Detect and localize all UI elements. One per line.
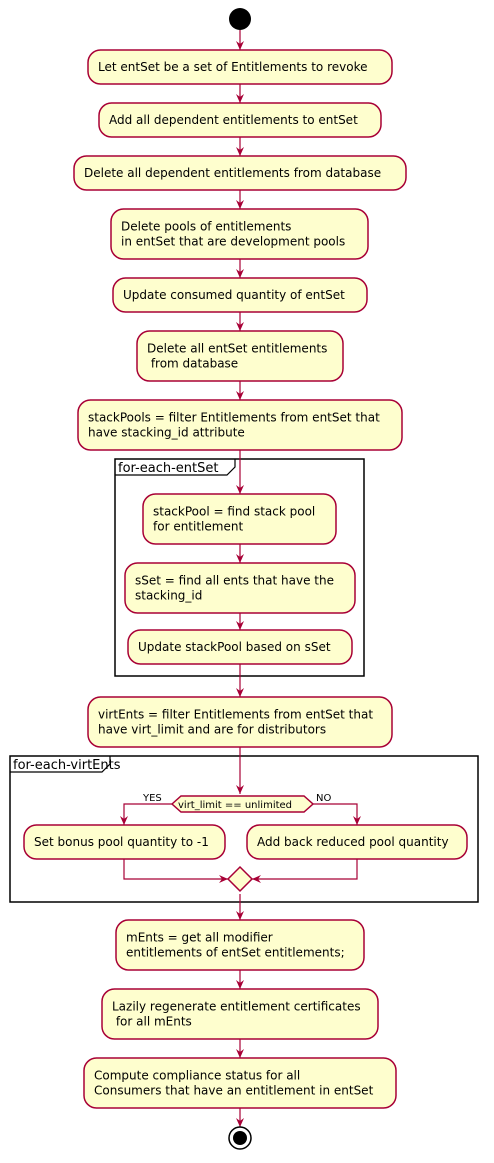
activity-text: entitlements of entSet entitlements; xyxy=(126,946,345,960)
activity-a11: virtEnts = filter Entitlements from entS… xyxy=(87,696,393,748)
activity-text: sSet = find all ents that have the xyxy=(135,574,334,588)
yes-label: YES xyxy=(142,793,162,804)
activity-text: Consumers that have an entitlement in en… xyxy=(94,1084,374,1098)
activity-a9: sSet = find all ents that have thestacki… xyxy=(124,562,356,614)
activity-text: stackPool = find stack pool xyxy=(153,505,315,519)
decision-condition: virt_limit == unlimited xyxy=(178,800,292,811)
activity-text: Delete all dependent entitlements from d… xyxy=(84,166,381,180)
frame-label: for-each-entSet xyxy=(118,461,218,476)
frame-label: for-each-virtEnts xyxy=(13,758,121,773)
activity-text: stacking_id xyxy=(135,589,202,603)
no-label: NO xyxy=(316,793,331,804)
decision-node: virt_limit == unlimited xyxy=(170,795,315,813)
activity-text: Let entSet be a set of Entitlements to r… xyxy=(98,60,367,74)
activity-text: from database xyxy=(147,357,238,371)
activity-a12: Set bonus pool quantity to -1 xyxy=(23,824,226,860)
activity-text: Add all dependent entitlements to entSet xyxy=(109,113,358,127)
activity-text: mEnts = get all modifier xyxy=(126,931,273,945)
start-node xyxy=(229,8,251,30)
activity-a15: Lazily regenerate entitlement certificat… xyxy=(101,988,379,1040)
activity-text: have stacking_id attribute xyxy=(88,426,245,440)
activity-text: virtEnts = filter Entitlements from entS… xyxy=(98,708,373,722)
loop-frame-f2: for-each-virtEnts xyxy=(9,755,479,903)
activity-text: have virt_limit and are for distributors xyxy=(98,723,326,737)
flow-arrow xyxy=(123,859,228,883)
activity-text: Delete pools of entitlements xyxy=(121,220,291,234)
activity-a16: Compute compliance status for allConsume… xyxy=(83,1057,397,1109)
activity-text: stackPools = filter Entitlements from en… xyxy=(88,411,380,425)
activity-a6: Delete all entSet entitlements from data… xyxy=(136,330,344,382)
activity-text: Delete all entSet entitlements xyxy=(147,342,327,356)
activity-a10: Update stackPool based on sSet xyxy=(127,629,353,665)
activity-text: Lazily regenerate entitlement certificat… xyxy=(112,1000,361,1014)
activity-a13: Add back reduced pool quantity xyxy=(246,824,468,860)
activity-text: Update stackPool based on sSet xyxy=(138,640,331,654)
activity-text: for all mEnts xyxy=(112,1015,192,1029)
activity-text: Compute compliance status for all xyxy=(94,1069,300,1083)
activity-text: Update consumed quantity of entSet xyxy=(123,288,345,302)
end-node xyxy=(228,1126,252,1150)
activity-text: for entitlement xyxy=(153,520,243,534)
merge-node xyxy=(226,865,254,893)
activity-text: in entSet that are development pools xyxy=(121,235,345,249)
activity-a2: Add all dependent entitlements to entSet xyxy=(98,102,382,138)
flow-arrow xyxy=(252,859,358,883)
activity-text: Add back reduced pool quantity xyxy=(257,835,449,849)
activity-text: Set bonus pool quantity to -1 xyxy=(34,835,209,849)
activity-a7: stackPools = filter Entitlements from en… xyxy=(77,399,403,451)
activity-a5: Update consumed quantity of entSet xyxy=(112,277,368,313)
activity-a1: Let entSet be a set of Entitlements to r… xyxy=(87,49,393,85)
activity-a3: Delete all dependent entitlements from d… xyxy=(73,155,407,191)
